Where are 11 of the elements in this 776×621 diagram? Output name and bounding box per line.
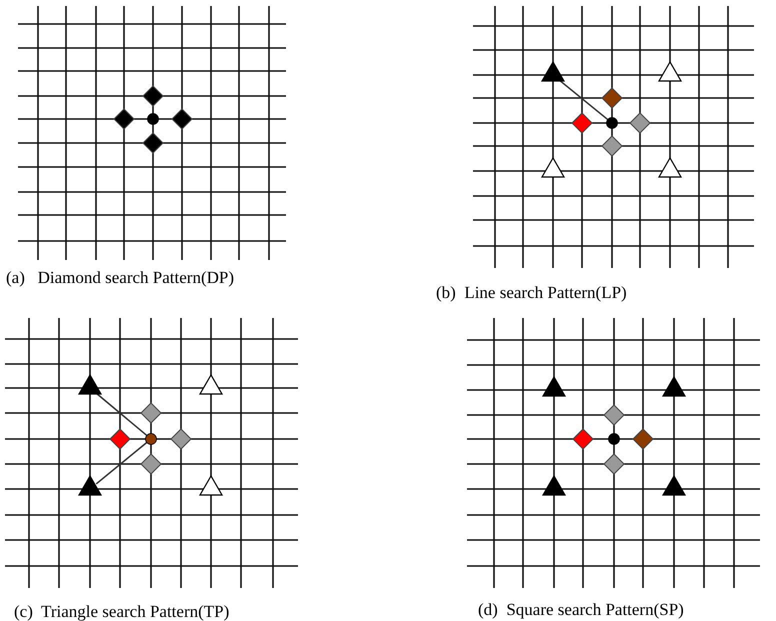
- triangle-icon: [540, 60, 566, 82]
- triangle-icon: [78, 374, 102, 395]
- dot-icon: [606, 117, 618, 129]
- figure-caption: (d) Square search Pattern(SP): [478, 600, 684, 620]
- figure-caption: (a) Diamond search Pattern(DP): [6, 268, 234, 288]
- triangle-icon: [78, 474, 102, 496]
- figure-caption: (c) Triangle search Pattern(TP): [14, 602, 230, 621]
- dot-icon: [145, 433, 157, 445]
- connector-line: [96, 442, 148, 484]
- figure-caption: (b) Line search Pattern(LP): [436, 283, 627, 303]
- connector-line: [96, 392, 148, 436]
